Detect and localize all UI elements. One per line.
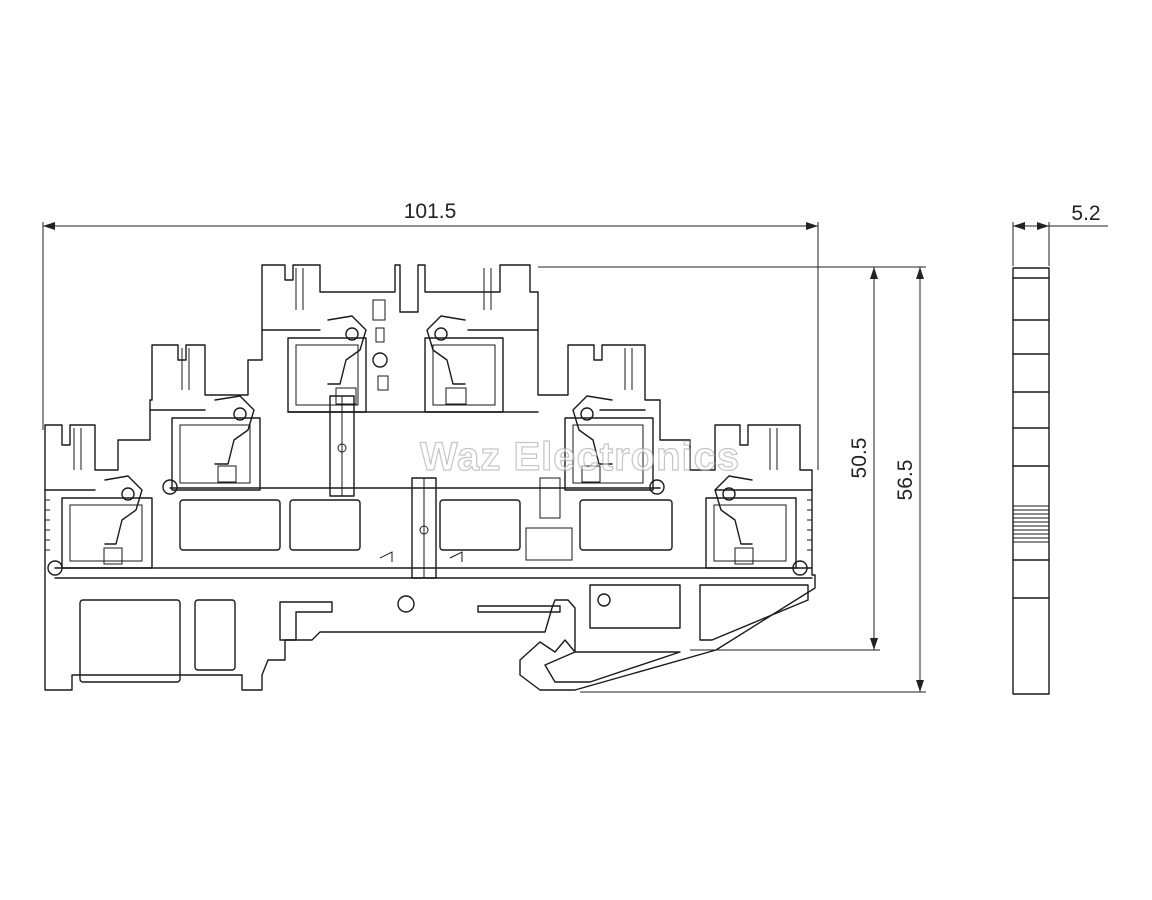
dimension-height-inner-label: 50.5	[848, 438, 871, 479]
dimension-width: 101.5	[42, 200, 819, 470]
watermark: Waz Electronics	[420, 435, 740, 479]
spring-clamps	[61, 315, 797, 569]
top-slots	[73, 268, 778, 470]
side-view	[1012, 267, 1050, 695]
side-ribbing	[45, 499, 812, 551]
inner-cavities	[79, 499, 809, 683]
dimension-height-outer: 56.5	[580, 266, 926, 693]
dimension-thickness: 5.2	[1012, 202, 1108, 266]
dimension-height-outer-label: 56.5	[894, 460, 917, 501]
front-view	[44, 264, 816, 691]
dimension-thickness-label: 5.2	[1071, 202, 1100, 225]
side-profile	[1012, 267, 1050, 695]
center-details	[47, 299, 808, 613]
dimension-height-inner: 50.5	[538, 266, 880, 651]
dimension-width-label: 101.5	[404, 200, 457, 223]
